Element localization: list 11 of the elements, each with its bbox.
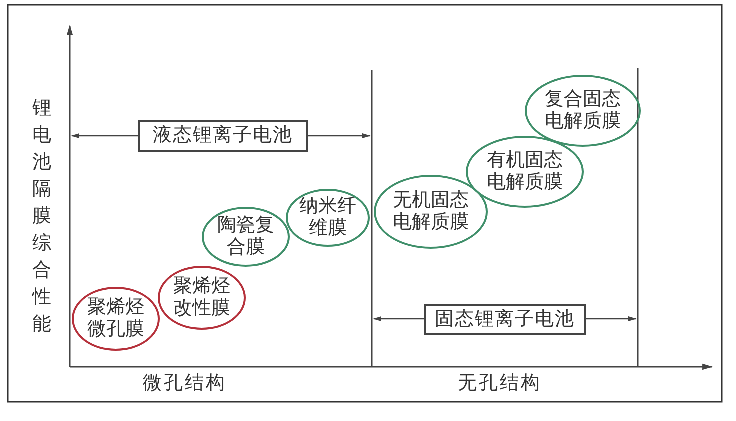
ellipse-node: 陶瓷复合膜: [202, 207, 290, 267]
label-box: 液态锂离子电池: [138, 120, 308, 152]
axis-title: 锂电池隔膜综合性能: [31, 97, 52, 337]
ellipse-node: 无机固态电解质膜: [374, 175, 488, 249]
axis-label: 微孔结构: [143, 372, 227, 396]
label-box: 固态锂离子电池: [424, 304, 586, 335]
axis-label: 无孔结构: [458, 372, 542, 396]
ellipse-node: 纳米纤维膜: [286, 189, 370, 247]
ellipse-node: 复合固态电解质膜: [525, 75, 641, 147]
ellipse-node: 聚烯烃微孔膜: [72, 287, 160, 351]
ellipse-node: 聚烯烃改性膜: [158, 266, 246, 330]
